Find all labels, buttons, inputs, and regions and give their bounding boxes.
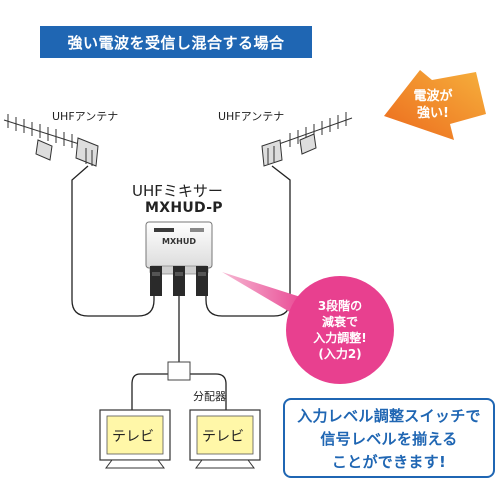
pink-callout-line1: 3段階の <box>317 299 363 313</box>
arrow-callout-line2: 強い! <box>417 106 449 121</box>
page-title: 強い電波を受信し混合する場合 <box>67 33 285 52</box>
title-bar: 強い電波を受信し混合する場合 <box>40 26 312 58</box>
signal-strong-arrow-icon <box>384 70 486 140</box>
info-box-line2: 信号レベルを揃える <box>320 429 458 448</box>
pink-callout-text: 3段階の 減衰で 入力調整! (入力2) <box>280 298 400 362</box>
tv-right-icon <box>189 409 261 469</box>
arrow-callout-line1: 電波が <box>413 89 453 104</box>
splitter-icon <box>167 361 191 381</box>
info-box-line1: 入力レベル調整スイッチで <box>297 406 481 425</box>
info-box-line3: ことができます! <box>331 452 447 471</box>
pink-callout-line4: (入力2) <box>318 347 362 361</box>
mixer-device-text: MXHUD <box>162 237 196 246</box>
antenna-left-label: UHFアンテナ <box>52 110 119 123</box>
info-box: 入力レベル調整スイッチで 信号レベルを揃える ことができます! <box>283 398 495 478</box>
output-cables <box>131 296 227 410</box>
antenna-right-label: UHFアンテナ <box>218 110 285 123</box>
pink-callout-bubble <box>222 272 394 384</box>
pink-callout-line2: 減衰で <box>321 315 358 329</box>
uhf-mixer-device-icon <box>145 221 213 296</box>
pink-callout-line3: 入力調整! <box>313 331 367 345</box>
tv-right-label: テレビ <box>202 429 244 445</box>
splitter-label: 分配器 <box>193 390 226 403</box>
mixer-name: UHFミキサー <box>132 182 223 200</box>
mixer-model: MXHUD-P <box>145 200 223 216</box>
uhf-antenna-left-icon <box>3 114 99 167</box>
tv-left-icon <box>99 409 171 469</box>
tv-left-label: テレビ <box>112 429 154 445</box>
uhf-antenna-right-icon <box>261 112 353 167</box>
arrow-callout-text: 電波が 強い! <box>393 88 473 122</box>
